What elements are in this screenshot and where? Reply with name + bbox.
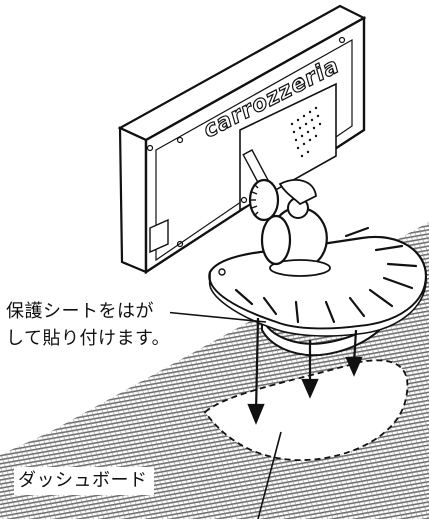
callout-line-2: して貼り付けます。 — [6, 328, 171, 349]
callout-line-1: 保護シートをはが — [6, 301, 154, 322]
dashboard-label: ダッシュボード — [14, 467, 154, 495]
navigation-device: carrozzeria — [117, 4, 367, 275]
adjustment-knob — [248, 178, 280, 222]
callout-leader-line — [153, 310, 267, 323]
screw-hole — [296, 76, 304, 84]
speaker-grille — [290, 106, 322, 158]
tilt-knob — [260, 214, 292, 266]
screw-hole — [176, 136, 184, 144]
screw-hole — [338, 36, 346, 44]
dashboard-leader-line — [257, 431, 282, 519]
protection-sheet-callout: 保護シートをはが して貼り付けます。 — [6, 298, 171, 352]
screw-hole — [240, 196, 248, 204]
attach-arrow-icon — [247, 317, 363, 425]
screw-hole — [146, 144, 154, 152]
mount-base-plate — [208, 226, 428, 337]
connector-port — [149, 218, 169, 254]
mount-footprint-outline — [203, 359, 409, 461]
screw-hole — [176, 240, 184, 248]
